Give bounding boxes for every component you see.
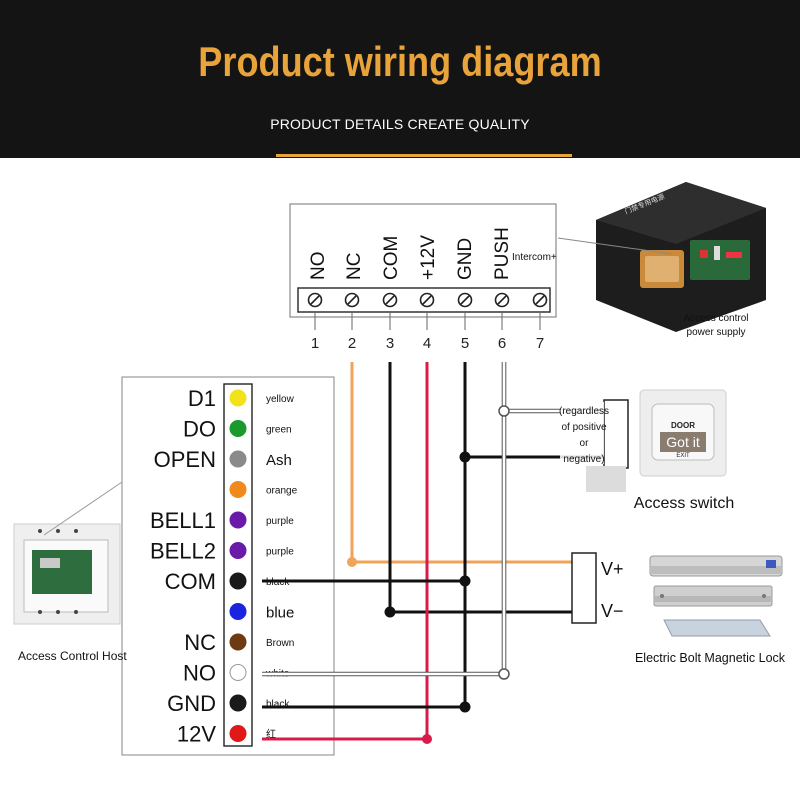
junction-com-v: [384, 606, 396, 618]
host-pin-wire-color: blue: [266, 605, 294, 622]
power-supply-caption-line1: Access control: [683, 313, 748, 324]
junction-gnd-switch: [459, 451, 471, 463]
host-pin-label: BELL1: [150, 508, 216, 533]
host-pin-wire-color: green: [266, 425, 292, 436]
junction-gnd-host: [459, 701, 471, 713]
host-pin-label: BELL2: [150, 539, 216, 564]
screw-slot-6: [497, 295, 507, 305]
host-pin-dot: [229, 389, 247, 407]
screw-slot-5: [460, 295, 470, 305]
junction-12v: [422, 734, 432, 744]
wire-com: [388, 362, 588, 614]
terminal-labels: NO NC COM +12V GND PUSH: [308, 227, 513, 280]
host-pin-wire-color: Ash: [266, 452, 292, 469]
host-pin-label: NO: [183, 661, 216, 686]
host-pin-dot: [229, 603, 247, 620]
host-caption: Access Control Host: [18, 649, 127, 663]
access-switch-caption: Access switch: [634, 495, 734, 512]
access-switch-note: (regardless of positive or negative): [559, 402, 609, 465]
host-pin-label: DO: [183, 417, 216, 442]
button-overlay-text: Got it: [666, 434, 700, 450]
title-underline: [276, 154, 572, 157]
button-top-text: DOOR: [671, 421, 695, 430]
terminal-number-7: 7: [536, 335, 544, 352]
host-pin-label: OPEN: [154, 447, 216, 472]
screw-slot-2: [347, 295, 357, 305]
host-pin-dot: [229, 572, 247, 590]
host-pin-wire-color: purple: [266, 516, 294, 527]
host-pin-dot: [229, 633, 247, 651]
access-switch-terminal: [586, 399, 629, 492]
junction-push-host: [498, 668, 510, 680]
host-pin-wire-color: orange: [266, 486, 298, 497]
host-pin-label: 12V: [177, 722, 216, 747]
host-pin-dot: [229, 511, 247, 529]
page-title: Product wiring diagram: [198, 38, 602, 85]
terminal-number-6: 6: [498, 335, 506, 352]
terminal-number-5: 5: [461, 335, 469, 352]
header-banner: Product wiring diagram PRODUCT DETAILS C…: [0, 0, 800, 158]
page-subtitle: PRODUCT DETAILS CREATE QUALITY: [270, 116, 530, 132]
host-pin-dot: [229, 420, 247, 437]
switch-note-line4: negative): [563, 454, 604, 465]
terminal-label-12v: +12V: [418, 235, 439, 280]
switch-note-line3: or: [580, 438, 590, 449]
switch-note-line2: of positive: [561, 422, 606, 433]
host-pin-dot: [229, 542, 247, 559]
host-pin-wire-color: purple: [266, 547, 294, 558]
host-pin-label: D1: [188, 386, 216, 411]
terminal-label-com: COM: [381, 236, 402, 280]
lock-terminal-plus-label: V+: [601, 559, 624, 579]
host-pin-wire-color: black: [266, 699, 290, 710]
screw-slot-3: [385, 295, 395, 305]
host-pin-dot: [229, 694, 247, 712]
terminal-numbers: 1 2 3 4 5 6 7: [311, 335, 544, 352]
terminal-number-2: 2: [348, 335, 356, 352]
screw-slot-7: [535, 295, 545, 305]
wire-nc: [350, 362, 588, 564]
terminal-number-3: 3: [386, 335, 394, 352]
terminal-label-nc: NC: [344, 253, 365, 280]
junction-nc: [347, 557, 357, 567]
host-pin-wire-color: 红: [266, 728, 276, 741]
junction-host-com: [459, 575, 471, 587]
host-terminal-panel: [121, 376, 335, 756]
terminal-label-no: NO: [308, 252, 329, 281]
terminal-number-1: 1: [311, 335, 319, 352]
lock-caption: Electric Bolt Magnetic Lock: [635, 651, 786, 665]
terminal-label-gnd: GND: [455, 238, 476, 280]
switch-note-line1: (regardless: [559, 406, 609, 417]
host-pin-wire-color: yellow: [266, 394, 295, 405]
host-device-image: [13, 481, 123, 625]
lock-image: [649, 555, 783, 637]
host-pin-dot: [229, 450, 247, 468]
intercom-label: Intercom+: [512, 252, 557, 263]
host-pin-label: COM: [165, 569, 216, 594]
junction-push-switch: [498, 405, 510, 417]
host-pin-wire-color: Brown: [266, 638, 294, 649]
power-supply-device-image: 门禁专用电源: [557, 182, 766, 332]
lock-terminal: [571, 552, 597, 624]
host-pin-label: GND: [167, 691, 216, 716]
exit-button-image: DOOR Got it EXIT: [639, 389, 727, 477]
host-pin-dot: [229, 725, 247, 742]
terminal-number-4: 4: [423, 335, 431, 352]
terminal-label-push: PUSH: [492, 227, 513, 280]
host-pin-label: NC: [184, 630, 216, 655]
screw-slot-4: [422, 295, 432, 305]
power-supply-caption-line2: power supply: [687, 327, 746, 338]
host-pin-dot: [229, 664, 247, 681]
host-pin-dot: [229, 481, 247, 498]
lock-terminal-minus-label: V−: [601, 601, 624, 621]
screw-slot-1: [310, 295, 320, 305]
button-bottom-text: EXIT: [676, 453, 690, 459]
